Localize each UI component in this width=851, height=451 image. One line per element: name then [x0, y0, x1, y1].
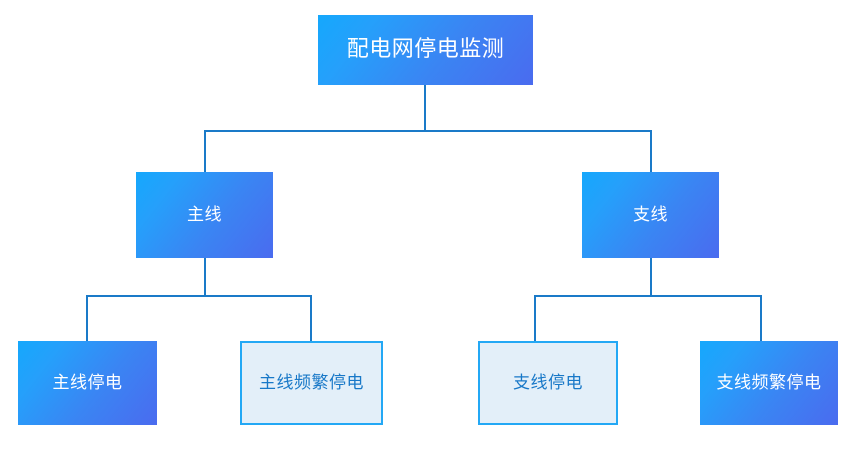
node-branch-main-line[interactable]: 主线 — [136, 172, 273, 258]
node-leaf-main-line-outage[interactable]: 主线停电 — [18, 341, 157, 425]
node-leaf-sub-line-frequent-outage[interactable]: 支线频繁停电 — [700, 341, 838, 425]
connector-sub-stem — [650, 258, 652, 297]
connector-to-leaf-main-outage — [86, 295, 88, 341]
connector-to-leaf-sub-outage — [534, 295, 536, 341]
connector-to-branch-main — [204, 130, 206, 173]
node-root-distribution-network-outage-monitoring[interactable]: 配电网停电监测 — [318, 15, 533, 85]
connector-root-stem — [424, 85, 426, 132]
node-branch-sub-line[interactable]: 支线 — [582, 172, 719, 258]
connector-level2-bus — [205, 130, 652, 132]
connector-to-leaf-main-frequent-outage — [310, 295, 312, 341]
connector-sub-leaf-bus — [534, 295, 761, 297]
connector-to-leaf-sub-frequent-outage — [760, 295, 762, 341]
connector-to-branch-sub — [650, 130, 652, 173]
connector-main-leaf-bus — [86, 295, 312, 297]
connector-main-stem — [204, 258, 206, 297]
node-leaf-sub-line-outage[interactable]: 支线停电 — [478, 341, 618, 425]
node-leaf-main-line-frequent-outage[interactable]: 主线频繁停电 — [240, 341, 383, 425]
